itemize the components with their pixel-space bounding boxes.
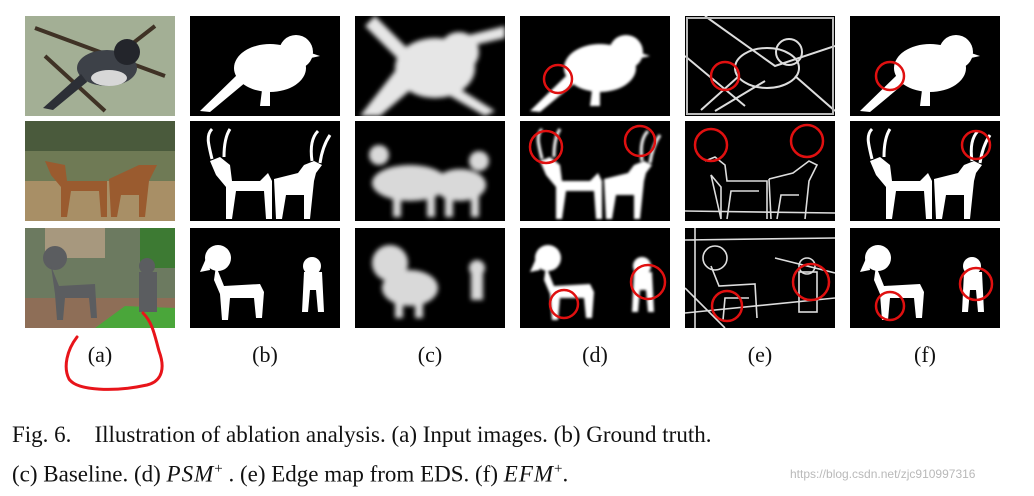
caption-text-4: . [562,461,569,487]
caption-fig-label: Fig. 6. [12,422,72,447]
ground-truth-dogs [190,228,340,328]
figure-caption: Fig. 6. Illustration of ablation analysi… [12,418,1024,492]
caption-math-efm: EFM [503,461,555,487]
baseline-result-dogs [355,228,505,328]
caption-text-3: . (e) Edge map from EDS. (f) [228,461,499,487]
edge-map-bird [685,16,835,116]
column-label-a: (a) [87,342,113,367]
caption-text-1: Illustration of ablation analysis. (a) I… [94,422,712,447]
baseline-result-bird [355,16,505,116]
caption-sup-psm: + [214,461,223,477]
ground-truth-bird [190,16,340,116]
watermark: https://blog.csdn.net/zjc910997316 [790,467,976,481]
efm-result-bird [850,16,1000,116]
efm-result-dogs [850,228,1000,328]
caption-line-2: (c) Baseline. (d) PSM+ . (e) Edge map fr… [12,452,1024,492]
input-image-dogs [25,228,175,328]
column-label-c: (c) [417,342,443,367]
psm-result-antelopes [520,121,670,221]
caption-text-2: (c) Baseline. (d) [12,461,161,487]
handwritten-annotation-mark [64,311,164,391]
column-label-f: (f) [914,342,936,367]
edge-map-dogs [685,228,835,328]
baseline-result-antelopes [355,121,505,221]
psm-result-bird [520,16,670,116]
input-image-antelopes [25,121,175,221]
efm-result-antelopes [850,121,1000,221]
column-label-e: (e) [747,342,773,367]
caption-sup-efm: + [554,461,563,477]
psm-result-dogs [520,228,670,328]
caption-line-1: Fig. 6. Illustration of ablation analysi… [12,418,1024,452]
input-image-bird [25,16,175,116]
column-label-d: (d) [582,342,608,367]
caption-math-psm: PSM [166,461,215,487]
column-label-b: (b) [252,342,278,367]
ground-truth-antelopes [190,121,340,221]
edge-map-antelopes [685,121,835,221]
